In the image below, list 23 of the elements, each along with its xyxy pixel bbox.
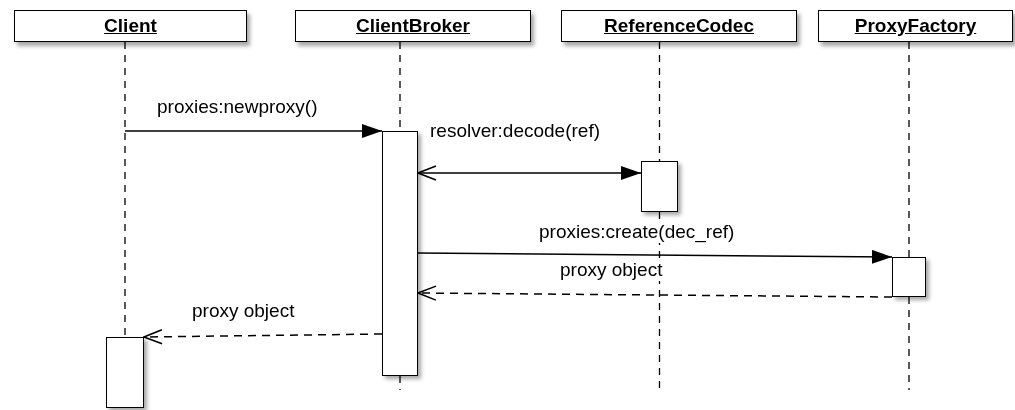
participant-name: ReferenceCodec (604, 15, 754, 37)
lifeline (658, 41, 661, 162)
participant-name: Client (104, 15, 157, 37)
participant-name: ProxyFactory (854, 15, 977, 37)
return-message-arrow (143, 329, 383, 345)
lifeline (399, 375, 401, 391)
lifeline (658, 211, 661, 391)
message-arrow (124, 124, 383, 138)
participant-name: ClientBroker (356, 15, 470, 37)
lifeline (124, 41, 126, 338)
lifeline (908, 41, 910, 258)
lifeline-header (561, 10, 797, 42)
message-arrow (417, 165, 642, 181)
message-arrow (417, 249, 893, 264)
lifeline-header (14, 10, 247, 42)
activation-bar (382, 131, 418, 376)
activation-bar (641, 161, 678, 212)
lifeline-header (818, 10, 1013, 42)
activation-bar (106, 337, 144, 408)
lifeline (908, 296, 910, 391)
return-message-arrow (417, 285, 893, 301)
activation-bar (892, 257, 926, 297)
lifeline-header (295, 10, 531, 42)
